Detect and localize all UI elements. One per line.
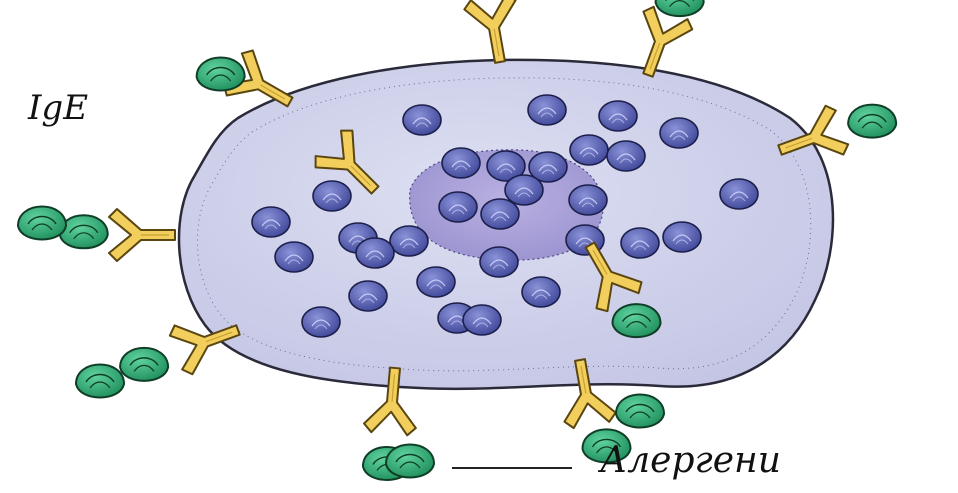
granule-icon — [522, 277, 560, 307]
allergen-molecule-icon — [76, 365, 124, 398]
granule-icon — [439, 192, 477, 222]
granule-icon — [417, 267, 455, 297]
granule-icon — [528, 95, 566, 125]
granule-icon — [442, 148, 480, 178]
granule-icon — [720, 179, 758, 209]
allergen-molecule-icon — [656, 0, 704, 16]
granule-icon — [356, 238, 394, 268]
granule-icon — [607, 141, 645, 171]
granule-icon — [390, 226, 428, 256]
ige-label: IgE — [28, 88, 88, 128]
granule-icon — [275, 242, 313, 272]
y-shaped-antibody-icon — [109, 209, 175, 261]
y-shaped-antibody-icon — [463, 0, 526, 67]
allergen-molecule-icon — [616, 395, 664, 428]
granule-icon — [481, 199, 519, 229]
granule-icon — [505, 175, 543, 205]
granule-icon — [349, 281, 387, 311]
granule-icon — [302, 307, 340, 337]
granule-icon — [252, 207, 290, 237]
allergen-molecule-icon — [848, 105, 896, 138]
granule-icon — [660, 118, 698, 148]
granule-icon — [599, 101, 637, 131]
granule-icon — [313, 181, 351, 211]
granule-icon — [463, 305, 501, 335]
granule-icon — [621, 228, 659, 258]
granule-icon — [403, 105, 441, 135]
allergen-molecule-icon — [613, 304, 661, 337]
allergen-molecule-icon — [120, 348, 168, 381]
allergen-label: Алергени — [600, 440, 781, 481]
granule-icon — [569, 185, 607, 215]
granule-icon — [480, 247, 518, 277]
allergen-molecule-icon — [18, 207, 66, 240]
granule-icon — [570, 135, 608, 165]
granule-icon — [663, 222, 701, 252]
allergen-molecule-icon — [197, 58, 245, 91]
allergen-leader-line — [452, 467, 572, 469]
allergen-molecule-icon — [386, 445, 434, 478]
allergen-molecule-icon — [60, 215, 108, 248]
